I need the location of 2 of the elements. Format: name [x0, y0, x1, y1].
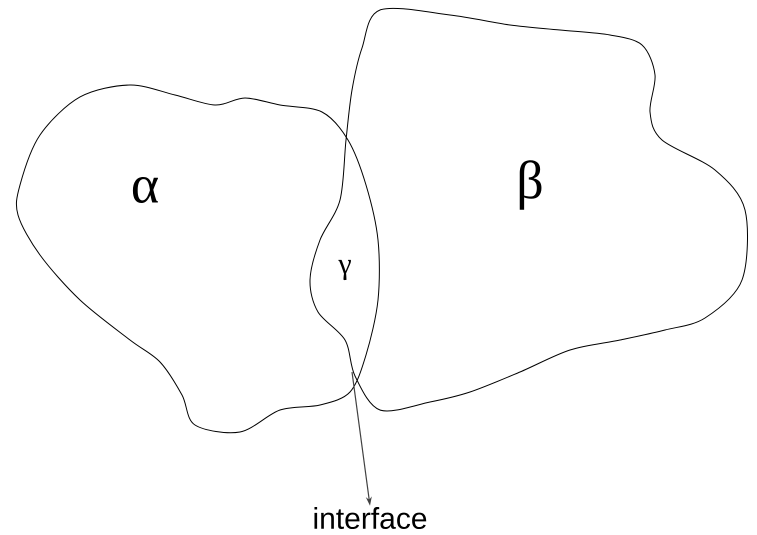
region-label: γ — [338, 260, 351, 280]
interface-label: interface — [314, 507, 426, 530]
